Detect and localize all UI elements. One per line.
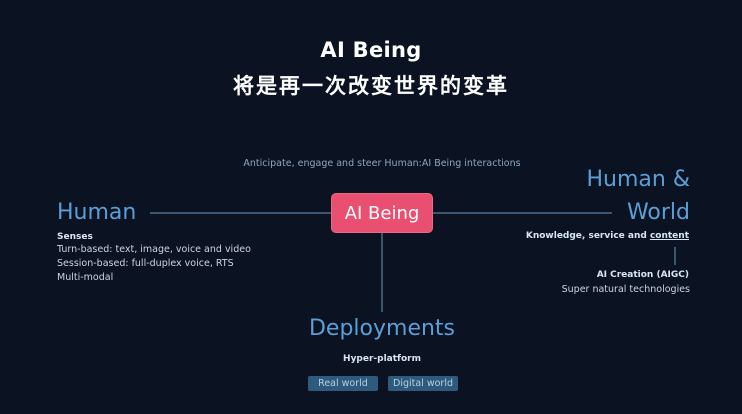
connector-bottom bbox=[381, 233, 383, 312]
tag-label: Digital world bbox=[393, 378, 453, 389]
node-human: Human bbox=[57, 200, 137, 225]
right-subtitle-text: Knowledge, service and bbox=[525, 231, 650, 241]
content-link: content bbox=[649, 231, 689, 241]
center-node-label: AI Being bbox=[344, 202, 420, 224]
senses-heading: Senses bbox=[57, 232, 93, 242]
aigc-heading: AI Creation (AIGC) bbox=[596, 270, 689, 280]
tag-label: Real world bbox=[318, 378, 368, 389]
center-node-ai-being: AI Being bbox=[331, 193, 433, 233]
tag-real-world: Real world bbox=[308, 376, 378, 391]
list-item: Multi-modal bbox=[57, 272, 114, 283]
slide-title: AI Being bbox=[320, 38, 422, 62]
slide-subtitle-chinese: 将是再一次改变世界的变革 bbox=[233, 74, 509, 98]
tag-digital-world: Digital world bbox=[388, 376, 458, 391]
hyper-platform-label: Hyper-platform bbox=[343, 354, 421, 364]
list-item: Turn-based: text, image, voice and video bbox=[57, 244, 251, 255]
senses-list: Turn-based: text, image, voice and video… bbox=[57, 243, 251, 285]
connector-left bbox=[150, 212, 331, 214]
aigc-subtitle: Super natural technologies bbox=[561, 284, 690, 295]
connector-right bbox=[433, 212, 612, 214]
connector-aigc bbox=[674, 247, 676, 265]
list-item: Session-based: full-duplex voice, RTS bbox=[57, 258, 234, 269]
right-subtitle: Knowledge, service and content bbox=[526, 231, 689, 241]
node-deployments: Deployments bbox=[308, 316, 456, 341]
node-human-world-line2: World bbox=[626, 200, 690, 225]
tagline: Anticipate, engage and steer Human:AI Be… bbox=[243, 158, 521, 169]
node-human-world-line1: Human & bbox=[586, 167, 691, 192]
